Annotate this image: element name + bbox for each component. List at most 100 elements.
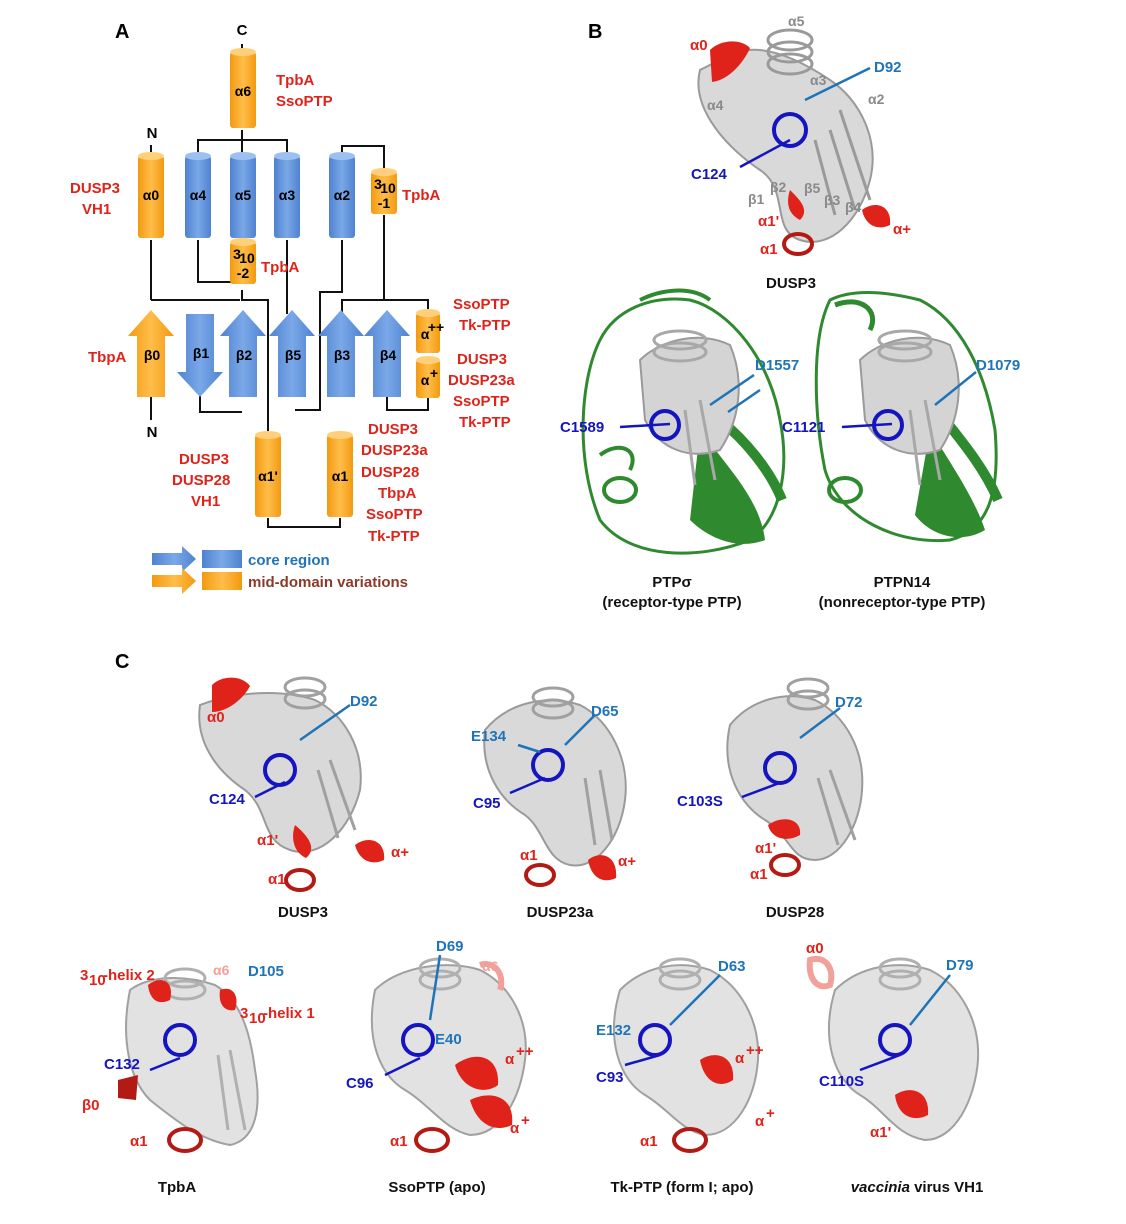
c-dusp28-caption: DUSP28 [766,904,824,921]
c-tkptp-e132: E132 [596,1022,631,1039]
c-tpba-310h2-3: 3 [80,967,88,984]
svg-text:10: 10 [239,250,255,266]
c-dusp3-d92: D92 [350,693,378,710]
b-dusp3-b2: β2 [770,179,787,195]
svg-text:-1: -1 [378,195,391,211]
c-tkptp-app-sup: ++ [746,1042,764,1059]
c-tpba-caption: TpbA [158,1179,196,1196]
a0-label-1: DUSP3 [70,180,120,197]
c-vh1-a1p: α1' [870,1124,891,1141]
c-ssoptp-ap-sup: + [521,1112,530,1129]
svg-text:α1: α1 [332,468,349,484]
ptpsigma-d1557: D1557 [755,357,799,374]
a1-label-5: SsoPTP [366,506,423,523]
helix-310-2: 3 10 -2 [230,238,256,284]
b-dusp3-caption: DUSP3 [766,275,816,292]
strand-b5: β5 [269,310,315,397]
strand-b1: β1 [177,314,223,397]
a0-label-2: VH1 [82,201,111,218]
topology-connectors [150,44,429,528]
app-label-1: SsoPTP [453,296,510,313]
c-tkptp-a1: α1 [640,1133,658,1150]
svg-text:β3: β3 [334,347,351,363]
b-dusp3-c124: C124 [691,166,728,183]
c-ssoptp-caption: SsoPTP (apo) [388,1179,485,1196]
c-dusp23a-aplus: α+ [618,853,636,870]
ptpn14-caption-1: PTPN14 [874,574,931,591]
svg-text:3: 3 [374,176,382,192]
ptpn14-caption-2: (nonreceptor-type PTP) [819,594,986,611]
b-dusp3-a2: α2 [868,91,885,107]
c-tpba-310h2-sub: 10 [89,972,106,989]
svg-text:α6: α6 [235,83,252,99]
b-dusp3-aplus: α+ [893,221,911,238]
c-dusp3-caption: DUSP3 [278,904,328,921]
ap-label-1: DUSP3 [457,351,507,368]
b-dusp3-a4: α4 [707,97,724,113]
c-vh1-c110s: C110S [819,1073,864,1090]
svg-text:-2: -2 [237,265,250,281]
ptpn14-d1079: D1079 [976,357,1020,374]
helix-a2: α2 [329,152,355,238]
c-tpba-310h1-sub: 10 [249,1010,266,1027]
c-vh1-caption-italic: vaccinia [851,1179,910,1196]
c-tpba-310h2-rest: -helix 2 [103,967,155,984]
panel-c-letter: C [115,651,129,673]
c-tpba-b0: β0 [82,1097,100,1114]
legend-variation-text: mid-domain variations [248,574,408,591]
b-dusp3-a3: α3 [810,72,827,88]
c-ssoptp-c96: C96 [346,1075,374,1092]
c-tkptp-ap-sup: + [766,1105,775,1122]
c-dusp3-aplus: α+ [391,844,409,861]
c-dusp3-a1p: α1' [257,832,278,849]
strand-b2: β2 [220,310,266,397]
helix-310-1: 3 10 -1 [371,168,397,214]
svg-text:α0: α0 [143,187,160,203]
c-tpba-310h1-3: 3 [240,1005,248,1022]
helix-a5: α5 [230,152,256,238]
c-dusp23a-d65: D65 [591,703,619,720]
c-dusp28-structure [726,677,864,877]
b-dusp3-a0: α0 [690,37,708,54]
legend-variation-cylinder [202,572,242,590]
c-tkptp-caption: Tk-PTP (form I; apo) [610,1179,753,1196]
c-vh1-caption: vaccinia virus VH1 [851,1179,984,1196]
strand-b4: β4 [364,310,410,397]
c-tkptp-app: α [735,1050,745,1067]
svg-text:α: α [421,372,430,388]
a6-label-2: SsoPTP [276,93,333,110]
c-dusp3-a1: α1 [268,871,286,888]
ptpn14-structure [814,291,1003,543]
c-tpba-d105: D105 [248,963,284,980]
helix-a-plusplus: α ++ [416,309,444,353]
c-ssoptp-app: α [505,1051,515,1068]
dusp3-structure-b [697,28,891,256]
c-dusp28-c103s: C103S [677,793,723,810]
ap-label-3: SsoPTP [453,393,510,410]
legend-core-cylinder [202,550,242,568]
helix-a1-prime: α1' [255,431,281,517]
h310-1-label: TpbA [402,187,440,204]
c-dusp28-a1p: α1' [755,840,776,857]
svg-text:++: ++ [428,319,444,335]
c-ssoptp-structure [370,954,527,1153]
strand-b0: β0 [128,310,174,397]
legend-variation-arrow [152,568,196,594]
a1p-label-2: DUSP28 [172,472,230,489]
c-tkptp-c93: C93 [596,1069,624,1086]
b-dusp3-b5: β5 [804,180,821,196]
c-dusp23a-c95: C95 [473,795,501,812]
ptpsigma-caption-2: (receptor-type PTP) [602,594,741,611]
svg-text:α: α [421,326,430,342]
helix-a-plus: α + [416,356,440,398]
a1-label-1: DUSP3 [368,421,418,438]
c-dusp28-a1: α1 [750,866,768,883]
ptpsigma-caption-1: PTPσ [652,574,691,591]
svg-text:β2: β2 [236,347,253,363]
a1-label-3: DUSP28 [361,464,419,481]
c-tkptp-d63: D63 [718,958,746,975]
legend: core region mid-domain variations [152,546,408,594]
a1-label-4: TbpA [378,485,416,502]
a1p-label-3: VH1 [191,493,220,510]
